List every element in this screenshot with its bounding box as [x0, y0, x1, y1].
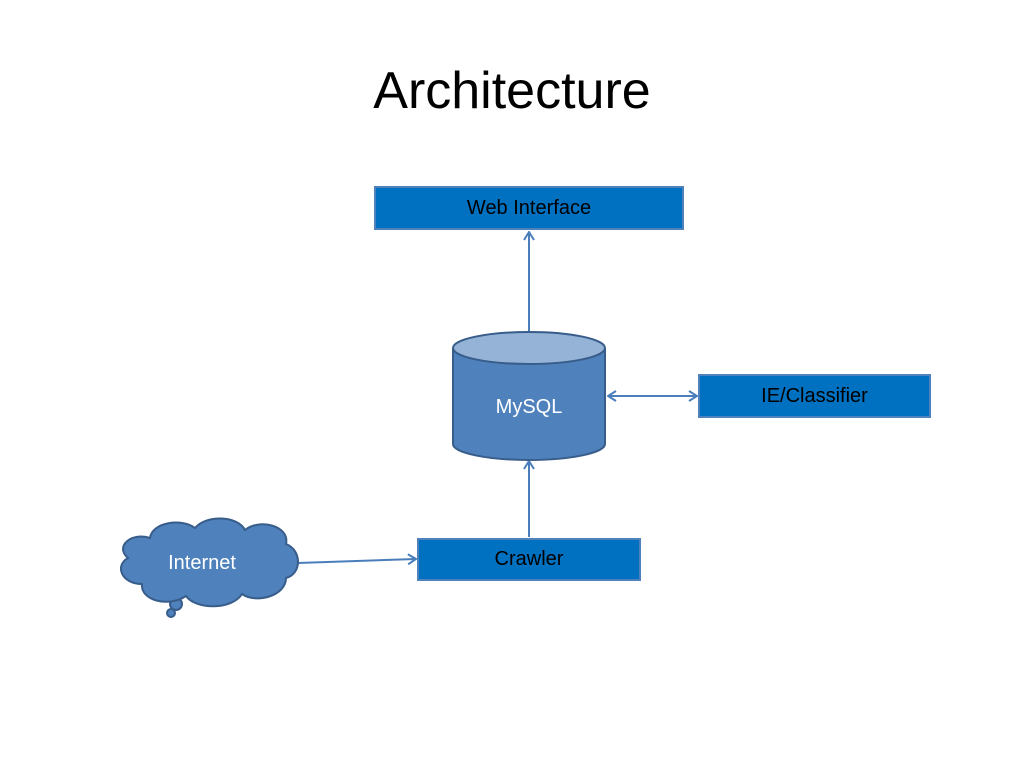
internet-cloud: Internet: [120, 517, 299, 618]
slide-title: Architecture: [373, 62, 651, 120]
crawler-label: Crawler: [494, 548, 564, 570]
crawler-box: Crawler: [417, 538, 641, 581]
internet-label: Internet: [168, 552, 236, 574]
ie-classifier-label: IE/Classifier: [761, 384, 868, 407]
web-interface-box: Web Interface: [374, 186, 684, 230]
connector-internet-to-crawler: [297, 559, 416, 563]
mysql-label: MySQL: [496, 396, 563, 418]
ie-classifier-box: IE/Classifier: [698, 374, 931, 418]
web-interface-label: Web Interface: [466, 196, 592, 219]
mysql-cylinder: MySQL: [452, 331, 606, 461]
